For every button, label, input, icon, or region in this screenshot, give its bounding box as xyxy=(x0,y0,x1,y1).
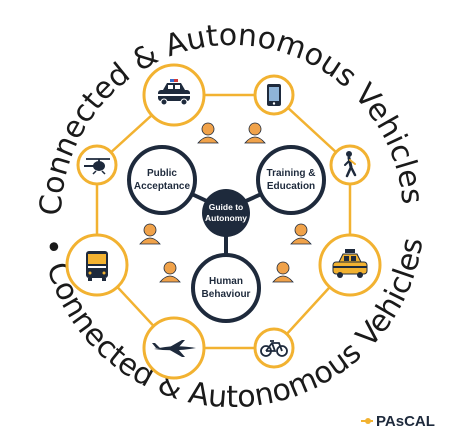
circle-public-acceptance: Public Acceptance xyxy=(127,145,197,215)
pedestrian-icon xyxy=(344,151,357,178)
svg-text:Training &: Training & xyxy=(267,168,316,179)
svg-text:Guide to: Guide to xyxy=(209,202,243,212)
pedestrian-node xyxy=(329,144,371,186)
person-icon xyxy=(244,122,266,144)
person-icon xyxy=(139,223,161,245)
drone-icon xyxy=(84,158,110,175)
person-icon xyxy=(197,122,219,144)
hub-guide-to-autonomy: Guide to Autonomy xyxy=(202,189,250,237)
person-icon xyxy=(272,261,294,283)
bicycle-icon xyxy=(260,340,288,357)
bus-node xyxy=(65,233,129,297)
svg-text:Acceptance: Acceptance xyxy=(134,181,191,192)
smartphone-node xyxy=(253,74,295,116)
svg-text:Behaviour: Behaviour xyxy=(202,289,251,300)
circle-training-education: Training & Education xyxy=(256,145,326,215)
svg-text:Autonomy: Autonomy xyxy=(205,213,247,223)
drone-node xyxy=(76,144,118,186)
bus-icon xyxy=(86,251,108,281)
airplane-icon xyxy=(152,340,196,357)
smartphone-icon xyxy=(267,84,281,106)
police-car-icon xyxy=(158,79,190,106)
svg-text:PAsCAL: PAsCAL xyxy=(376,413,435,430)
svg-text:Public: Public xyxy=(147,168,177,179)
pascal-logo: PAsCAL xyxy=(361,413,435,430)
person-icon xyxy=(159,261,181,283)
police-car-node xyxy=(142,63,206,127)
bicycle-node xyxy=(253,327,295,369)
circle-human-behaviour: Human Behaviour xyxy=(191,253,261,323)
taxi-icon xyxy=(332,249,368,278)
person-icon xyxy=(290,223,312,245)
airplane-node xyxy=(142,316,206,380)
ring-text-top: Connected & Autonomous Vehicles • xyxy=(0,0,430,217)
taxi-node xyxy=(318,233,382,297)
svg-text:Education: Education xyxy=(267,181,315,192)
svg-text:Human: Human xyxy=(209,276,243,287)
